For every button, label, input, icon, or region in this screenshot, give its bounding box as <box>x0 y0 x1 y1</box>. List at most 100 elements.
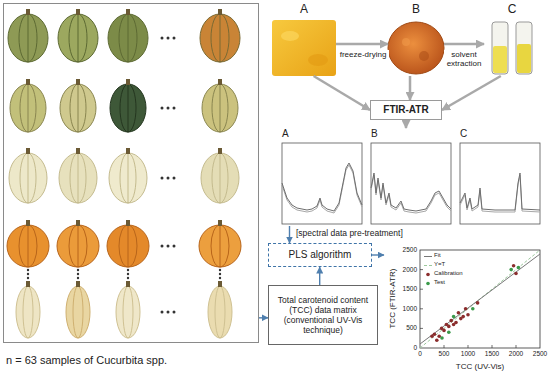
regression-plot <box>454 321 458 325</box>
spectra-panel: ABC <box>276 128 546 226</box>
axis-tick: 0 <box>396 344 417 351</box>
technique-box: FTIR-ATR <box>370 100 442 120</box>
pumpkin-photos <box>28 14 29 62</box>
pumpkin-photos <box>28 153 29 203</box>
ellipsis-dots <box>27 37 221 314</box>
pumpkin-photos <box>211 225 229 267</box>
pumpkin-photos <box>199 220 241 267</box>
regression-plot <box>492 345 493 348</box>
regression-plot <box>420 250 540 348</box>
ftir-spectra <box>460 143 540 224</box>
ellipsis-dots <box>167 177 170 180</box>
edge-label: [spectral data pre-treatment] <box>296 229 446 239</box>
regression-plot <box>420 328 423 329</box>
data-matrix-box: Total carotenoid content (TCC) data matr… <box>268 285 378 345</box>
axis-tick: 500 <box>432 350 456 357</box>
pumpkin-photos <box>10 79 46 132</box>
regression-plot <box>512 264 516 268</box>
pumpkin-photos <box>26 148 30 154</box>
panel-label: TCC (UV-Vis) <box>420 362 540 371</box>
pumpkin-photos <box>28 84 29 132</box>
extract-sample: C <box>484 20 540 76</box>
regression-plot <box>457 311 461 315</box>
ellipsis-dots <box>127 269 129 271</box>
pumpkin-photos <box>9 153 47 203</box>
regression-plot <box>420 250 540 348</box>
pumpkin-photos <box>220 225 221 267</box>
legend-label: Y=T <box>434 261 445 268</box>
pumpkin-photos <box>76 281 80 287</box>
pulp-photo <box>281 31 299 41</box>
ellipsis-dots <box>77 277 79 279</box>
pumpkin-photos <box>19 225 37 267</box>
pumpkin-photos <box>107 220 149 267</box>
axis-tick: 2000 <box>504 350 528 357</box>
connector <box>405 120 408 128</box>
pumpkin-photos <box>212 84 228 132</box>
pumpkin-photos <box>202 84 238 132</box>
pumpkin-photos <box>120 84 136 132</box>
regression-plot <box>461 315 465 319</box>
ftir-spectra <box>282 163 362 211</box>
pumpkin-photos <box>26 220 30 226</box>
pumpkin-photos <box>78 153 79 203</box>
pumpkin-photos <box>76 148 80 154</box>
ellipsis-dots <box>27 277 29 279</box>
ftir-spectra <box>371 143 451 224</box>
pumpkin-photos <box>8 14 48 62</box>
ftir-spectra <box>460 173 540 212</box>
pumpkin-photos <box>58 9 98 62</box>
pulp-photo <box>272 20 336 76</box>
pumpkin-photos <box>16 281 40 338</box>
pumpkin-photos <box>220 14 221 62</box>
regression-plot <box>430 334 434 338</box>
pumpkin-photos <box>116 286 140 338</box>
pumpkin-photos <box>116 281 140 338</box>
pumpkin-photos <box>220 153 221 203</box>
pumpkin-photos <box>76 9 80 15</box>
edge-label: freeze-drying <box>337 50 389 59</box>
box-label: PLS algorithm <box>289 249 352 261</box>
ellipsis-dots <box>127 277 129 279</box>
ellipsis-dots <box>27 269 29 271</box>
regression-plot <box>476 301 480 305</box>
pumpkin-photos <box>60 79 96 132</box>
pumpkin-photos <box>78 84 79 132</box>
legend-label: Fit <box>434 252 441 259</box>
pumpkin-photos <box>16 286 40 338</box>
box-label: Total carotenoid content (TCC) data matr… <box>273 295 373 336</box>
pumpkin-photos <box>23 286 33 338</box>
pumpkin-photos <box>7 225 49 267</box>
ftir-spectra <box>282 163 362 213</box>
pumpkin-photos <box>123 286 133 338</box>
regression-plot <box>514 272 518 276</box>
connector <box>442 76 501 110</box>
regression-plot <box>420 250 540 348</box>
ellipsis-dots <box>167 107 170 110</box>
ftir-spectra <box>371 175 451 213</box>
pumpkin-photos <box>20 153 36 203</box>
panel-label: C <box>484 3 540 17</box>
pumpkin-photos <box>201 148 239 203</box>
extract-vials <box>517 44 531 73</box>
ellipsis-dots <box>161 311 164 314</box>
pulp-sample: A <box>272 20 336 76</box>
pumpkin-photos <box>59 148 97 203</box>
extract-vials <box>493 46 507 73</box>
pumpkin-photos <box>126 9 130 15</box>
ellipsis-dots <box>77 273 79 275</box>
pumpkin-photos <box>60 84 96 132</box>
pumpkin-photos <box>70 84 86 132</box>
pumpkin-photos <box>218 79 222 85</box>
connector <box>336 43 388 46</box>
pumpkin-photos <box>220 84 221 132</box>
pumpkin-photos <box>108 9 148 62</box>
ellipsis-dots <box>27 273 29 275</box>
pumpkin-photos <box>10 84 46 132</box>
regression-plot <box>420 289 423 290</box>
pumpkin-photos <box>126 220 130 226</box>
pumpkin-photos <box>126 79 130 85</box>
ftir-spectra <box>282 143 540 224</box>
pumpkin-photos <box>119 225 137 267</box>
pumpkin-photos <box>200 9 240 62</box>
